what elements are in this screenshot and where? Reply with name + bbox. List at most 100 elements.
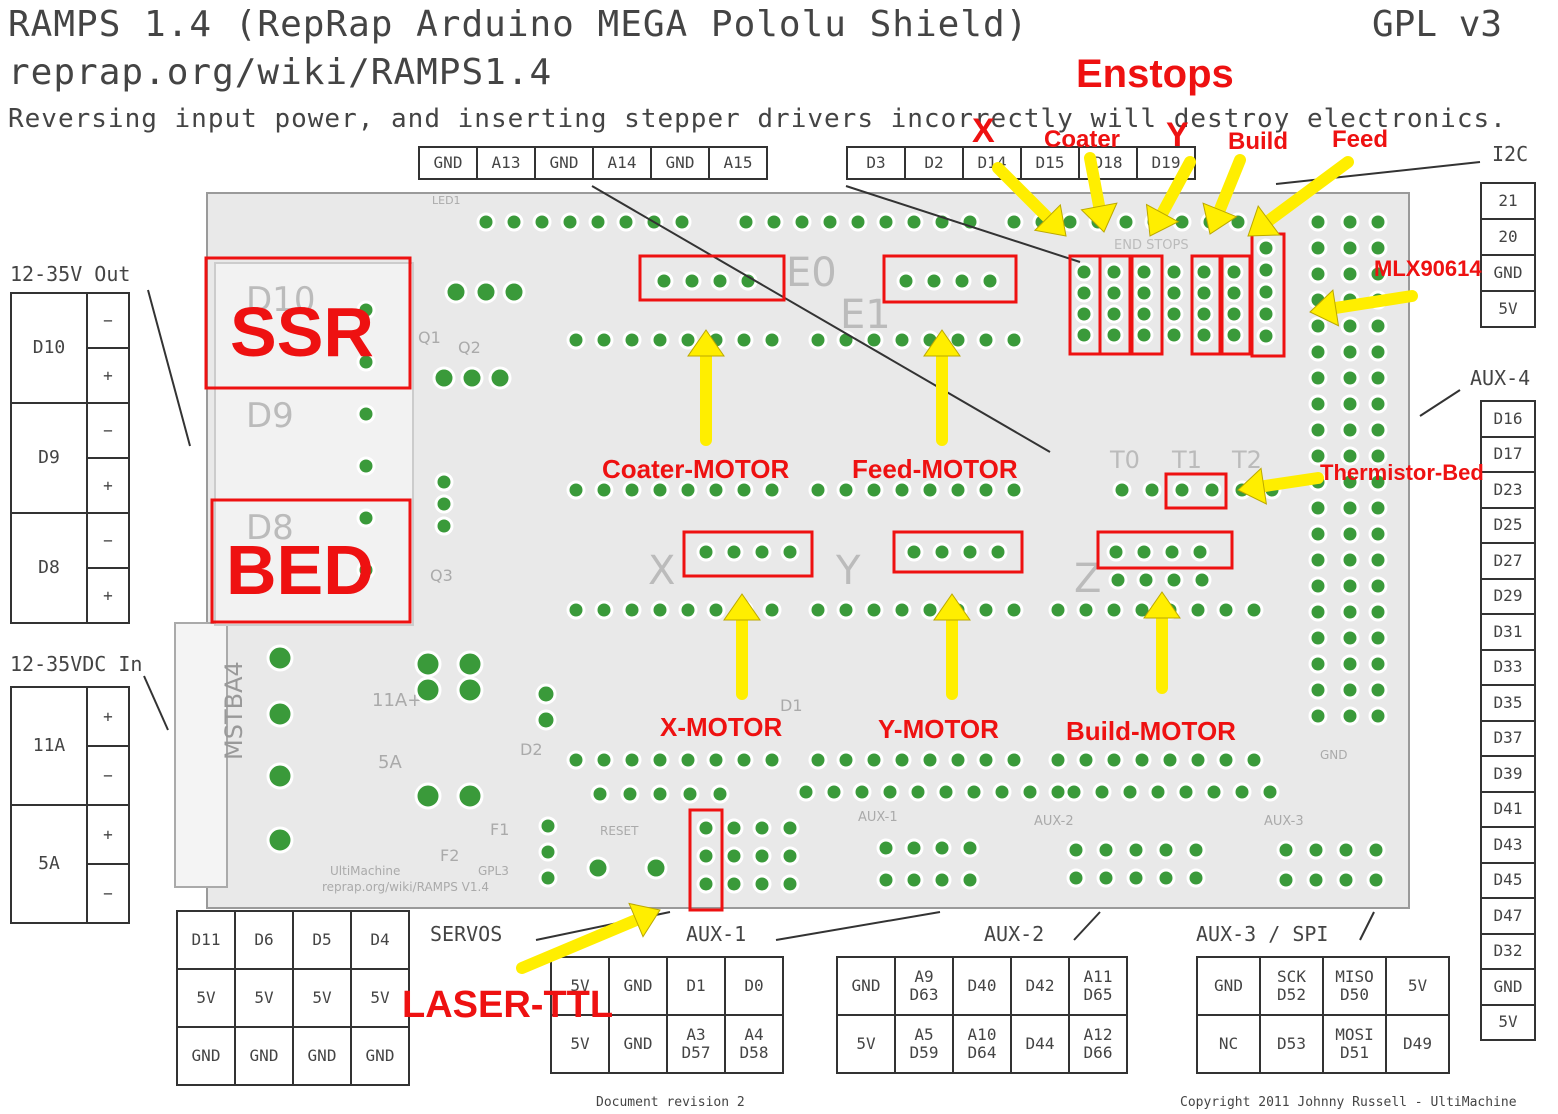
pad [502, 280, 526, 304]
footer-copyright: Copyright 2011 Johnny Russell - UltiMach… [1180, 1095, 1517, 1110]
pad [1368, 706, 1388, 726]
board-aux2-label: AUX-2 [1034, 814, 1074, 829]
pad [892, 750, 912, 770]
pin-cell: GND [608, 956, 668, 1016]
pin-cell: A13 [476, 146, 536, 180]
arrow-shaft [1262, 156, 1354, 227]
callout-build: Build [1228, 128, 1288, 155]
pad [1156, 868, 1176, 888]
pin-cell: 20 [1480, 218, 1536, 256]
board-gpl-label: GPL3 [478, 864, 509, 878]
pad [616, 212, 636, 232]
pad [976, 480, 996, 500]
pin-cell: 5A [10, 804, 88, 924]
pin-cell: 5V [550, 956, 610, 1016]
pin-cell: D33 [1480, 648, 1536, 686]
pad [1156, 840, 1176, 860]
pad [1340, 264, 1360, 284]
pad [904, 542, 924, 562]
pad [836, 750, 856, 770]
pin-cell: D42 [1010, 956, 1070, 1016]
pad [710, 784, 730, 804]
pin-cell: 5V [550, 1014, 610, 1074]
pad [1340, 472, 1360, 492]
endstop-feed-box [1218, 254, 1252, 356]
pad [1308, 602, 1328, 622]
board-aux1-label: AUX-1 [858, 810, 898, 825]
pad [1306, 870, 1326, 890]
pad [920, 750, 940, 770]
pin-cell: GND [1480, 254, 1536, 292]
pin-cell: D43 [1480, 826, 1536, 864]
board-d2-label: D2 [520, 740, 543, 759]
pad [1192, 570, 1212, 590]
pad [1104, 750, 1124, 770]
arrow-head [723, 593, 761, 621]
pad [1368, 420, 1388, 440]
build-motor-box [1096, 530, 1234, 570]
pad [620, 784, 640, 804]
pad [566, 600, 586, 620]
pad [1368, 680, 1388, 700]
pad [752, 846, 772, 866]
pin-cell: A12 D66 [1068, 1014, 1128, 1074]
pad [762, 750, 782, 770]
callout-x-motor: X-MOTOR [660, 712, 783, 742]
pad [1336, 840, 1356, 860]
pin-cell: D10 [10, 292, 88, 404]
pad-layer [266, 212, 1388, 894]
leader-line [1275, 161, 1481, 185]
callout-thermistor-bed: Thermistor-Bed [1320, 460, 1484, 485]
pad [792, 212, 812, 232]
pad [1164, 304, 1184, 324]
board-5a-label: 5A [378, 752, 402, 773]
pad [780, 542, 800, 562]
pad [932, 870, 952, 890]
pad [696, 542, 716, 562]
pad [1066, 868, 1086, 888]
pad [1074, 325, 1094, 345]
pad [864, 750, 884, 770]
pad [266, 762, 294, 790]
board-t0-label: T0 [1110, 446, 1140, 474]
pad [1020, 782, 1040, 802]
pad [932, 838, 952, 858]
pad [852, 782, 872, 802]
board-aux3-label: AUX-3 [1264, 814, 1304, 829]
pad [1134, 304, 1154, 324]
pad [1204, 782, 1224, 802]
pad [538, 842, 558, 862]
arrow-layer [516, 152, 1418, 974]
caption-i2c: I2C [1492, 142, 1529, 166]
pad [590, 784, 610, 804]
pad [622, 330, 642, 350]
pad [356, 508, 376, 528]
pin-cell: GND [836, 956, 896, 1016]
pad [1340, 654, 1360, 674]
pad [920, 600, 940, 620]
pad [1132, 750, 1152, 770]
pad [594, 600, 614, 620]
pad [1340, 394, 1360, 414]
pad [504, 212, 524, 232]
pin-cell: D17 [1480, 435, 1536, 473]
pad [538, 868, 558, 888]
pad [474, 280, 498, 304]
pad [780, 846, 800, 866]
pad [1340, 628, 1360, 648]
pad [1096, 868, 1116, 888]
pad [1092, 782, 1112, 802]
pad [1308, 654, 1328, 674]
pad [848, 212, 868, 232]
caption-in: 12-35VDC In [10, 652, 143, 676]
callout-y-motor: Y-MOTOR [878, 714, 999, 744]
pad [586, 856, 610, 880]
pin-cell: D25 [1480, 506, 1536, 544]
pin-cell: D32 [1480, 932, 1536, 970]
pad [594, 330, 614, 350]
pad [976, 600, 996, 620]
